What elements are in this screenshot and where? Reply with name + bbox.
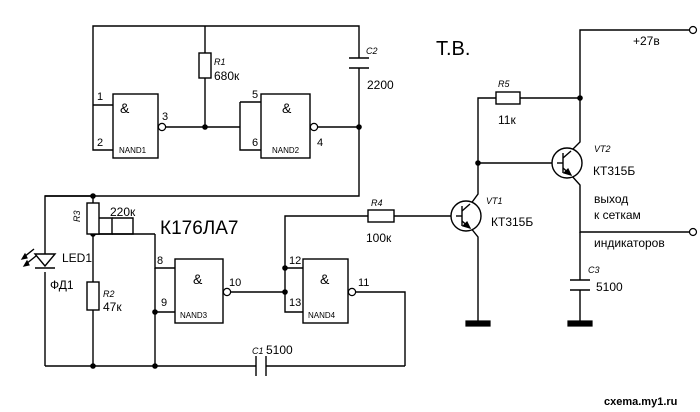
svg-text:R2: R2 bbox=[103, 289, 115, 299]
led-label: LED1 bbox=[62, 251, 92, 265]
gate-nand3: & NAND3 8 9 10 bbox=[157, 255, 241, 324]
svg-text:680к: 680к bbox=[214, 69, 240, 83]
svg-text:NAND2: NAND2 bbox=[272, 146, 300, 155]
svg-text:13: 13 bbox=[289, 297, 301, 309]
wire-top-rail bbox=[92, 25, 360, 94]
led-photodiode: LED1 ФД1 bbox=[20, 248, 92, 292]
capacitor-c2: C2 2200 bbox=[349, 46, 394, 92]
svg-text:КТ315Б: КТ315Б bbox=[593, 164, 635, 178]
svg-text:11: 11 bbox=[358, 277, 369, 289]
resistor-r4: R4 100к bbox=[366, 198, 395, 245]
capacitor-c1: C1 5100 bbox=[252, 343, 293, 376]
svg-text:NAND1: NAND1 bbox=[119, 146, 147, 155]
svg-text:11к: 11к bbox=[498, 113, 516, 127]
svg-text:10: 10 bbox=[229, 277, 241, 289]
svg-text:47к: 47к bbox=[103, 300, 122, 314]
chip-label: К176ЛА7 bbox=[160, 218, 238, 239]
svg-text:12: 12 bbox=[289, 255, 301, 267]
svg-text:220к: 220к bbox=[110, 205, 136, 219]
diagram-title: Т.В. bbox=[436, 38, 470, 60]
wire-gate1-inputs bbox=[92, 94, 113, 151]
resistor-r3: R3 220к bbox=[72, 202, 136, 235]
svg-text:R5: R5 bbox=[498, 79, 510, 89]
resistor-r5: R5 11к bbox=[495, 79, 521, 127]
junctions bbox=[90, 95, 583, 369]
output-label-line1: выход bbox=[594, 192, 628, 206]
svg-text:&: & bbox=[120, 100, 130, 116]
svg-text:&: & bbox=[193, 271, 203, 287]
svg-text:КТ315Б: КТ315Б bbox=[491, 215, 533, 229]
watermark: cxema.my1.ru bbox=[604, 396, 677, 408]
svg-text:2: 2 bbox=[97, 137, 103, 149]
ground-c3 bbox=[567, 320, 593, 327]
svg-text:6: 6 bbox=[252, 137, 258, 149]
svg-text:C2: C2 bbox=[366, 46, 378, 56]
svg-text:5100: 5100 bbox=[266, 343, 293, 357]
resistor-r2: R2 47к bbox=[86, 281, 122, 314]
ground-vt1 bbox=[465, 320, 491, 327]
svg-text:VT2: VT2 bbox=[594, 144, 611, 154]
svg-text:R4: R4 bbox=[371, 198, 383, 208]
gate-nand2: & NAND2 5 6 4 bbox=[252, 89, 323, 159]
svg-text:4: 4 bbox=[317, 137, 323, 149]
svg-text:2200: 2200 bbox=[367, 78, 394, 92]
svg-text:&: & bbox=[282, 100, 292, 116]
svg-text:5100: 5100 bbox=[596, 280, 623, 294]
transistor-vt1: VT1 КТ315Б bbox=[450, 196, 533, 232]
svg-text:9: 9 bbox=[161, 297, 167, 309]
svg-text:3: 3 bbox=[162, 111, 168, 123]
transistor-vt2: VT2 КТ315Б bbox=[551, 144, 635, 179]
resistor-r1: R1 680к bbox=[198, 52, 240, 83]
gate-nand1: & NAND1 1 2 3 bbox=[97, 91, 168, 159]
output-label-line3: индикаторов bbox=[594, 236, 665, 250]
output-terminal bbox=[688, 227, 698, 237]
svg-text:100к: 100к bbox=[366, 231, 392, 245]
capacitor-c3: C3 5100 bbox=[570, 265, 623, 294]
svg-text:&: & bbox=[320, 271, 330, 287]
svg-text:NAND4: NAND4 bbox=[308, 311, 336, 320]
svg-text:R1: R1 bbox=[214, 57, 226, 67]
supply-terminal bbox=[688, 25, 698, 35]
svg-text:5: 5 bbox=[252, 89, 258, 101]
svg-text:C3: C3 bbox=[588, 265, 600, 275]
svg-text:NAND3: NAND3 bbox=[180, 311, 208, 320]
supply-label: +27в bbox=[633, 34, 660, 48]
svg-text:R3: R3 bbox=[72, 210, 82, 222]
svg-text:8: 8 bbox=[157, 255, 163, 267]
output-label-line2: к сеткам bbox=[594, 208, 641, 222]
gate-nand4: & NAND4 12 13 11 bbox=[289, 255, 369, 324]
photodiode-label: ФД1 bbox=[50, 278, 74, 292]
wires bbox=[44, 25, 690, 367]
svg-text:VT1: VT1 bbox=[486, 196, 503, 206]
svg-text:C1: C1 bbox=[252, 346, 264, 356]
svg-text:1: 1 bbox=[97, 91, 103, 103]
